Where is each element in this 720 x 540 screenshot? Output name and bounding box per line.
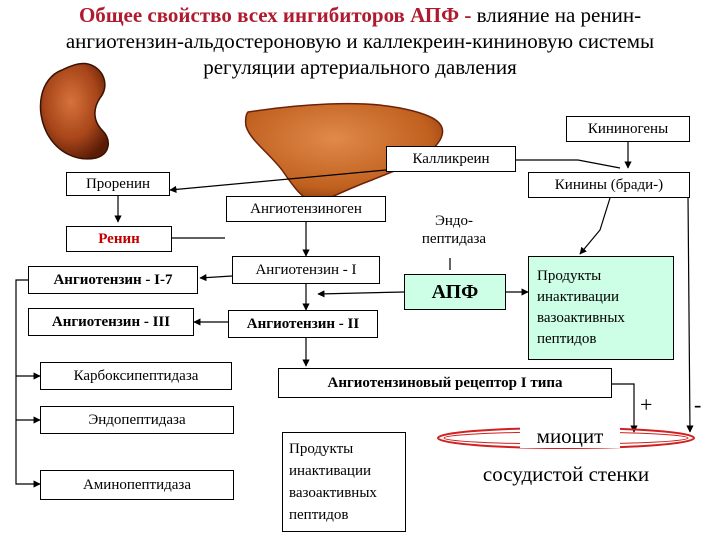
diagram-title: Общее свойство всех ингибиторов АПФ - вл… — [0, 2, 720, 80]
kidney-icon — [39, 62, 109, 160]
receptor-box: Ангиотензиновый рецептор I типа — [278, 368, 612, 398]
title-line1-rest: влияние на ренин- — [476, 3, 642, 27]
angiotensin-3-box: Ангиотензин - III — [28, 308, 194, 336]
products-bottom-box: Продукты инактивации вазоактивных пептид… — [282, 432, 406, 532]
kinins-box: Кинины (бради-) — [528, 172, 690, 198]
myocyte-label: миоцит — [520, 424, 620, 448]
vessel-wall-label: сосудистой стенки — [482, 462, 650, 486]
aminopeptidase-box: Аминопептидаза — [40, 470, 234, 500]
angiotensin-1-7-box: Ангиотензин - I-7 — [28, 266, 198, 294]
minus-sign: - — [694, 392, 702, 417]
prorenin-box: Проренин — [66, 172, 170, 196]
kininogens-box: Кининогены — [566, 116, 690, 142]
title-dash: - — [459, 3, 477, 27]
endopeptidase-left-box: Эндопептидаза — [40, 406, 234, 434]
angiotensinogen-box: Ангиотензиноген — [226, 196, 386, 222]
kallikrein-box: Калликреин — [386, 146, 516, 172]
renin-box: Ренин — [66, 226, 172, 252]
angiotensin-2-box: Ангиотензин - II — [228, 310, 378, 338]
angiotensin-1-box: Ангиотензин - I — [232, 256, 380, 284]
title-line3: регуляции артериального давления — [203, 55, 517, 79]
carboxypeptidase-box: Карбоксипептидаза — [40, 362, 232, 390]
title-accent: Общее свойство всех ингибиторов АПФ — [78, 3, 460, 27]
plus-sign: + — [640, 392, 653, 417]
endopeptidase-top-label: Эндо- пептидаза — [421, 213, 487, 247]
products-right-box: Продукты инактивации вазоактивных пептид… — [528, 256, 674, 360]
title-line2: ангиотензин-альдостероновую и каллекреин… — [65, 29, 655, 53]
ace-box: АПФ — [404, 274, 506, 310]
